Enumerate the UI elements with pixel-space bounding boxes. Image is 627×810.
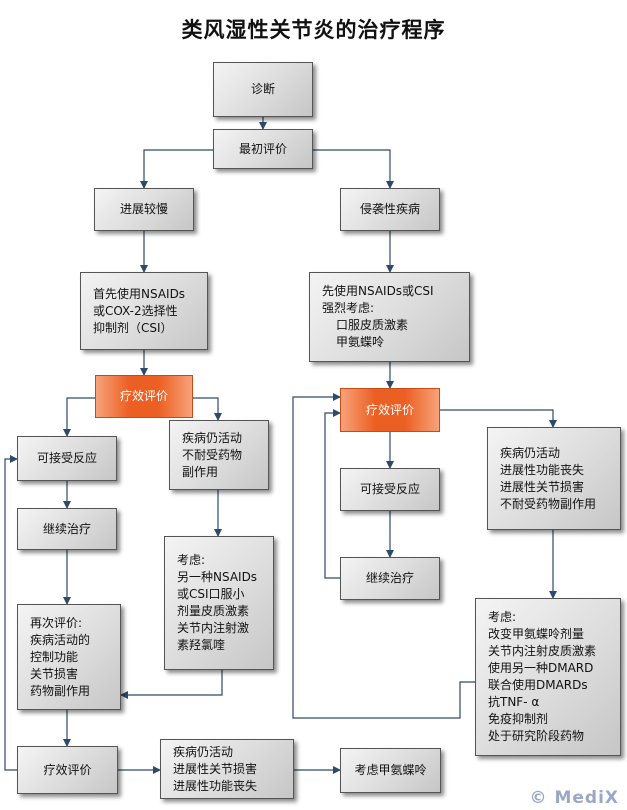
left-consider-text: 剂量皮质激素 [177, 604, 250, 618]
right-efficacy-eval-box: 疗效评价 [340, 388, 440, 432]
right-consider-text: 考虑: [488, 610, 517, 624]
bottom-active-disease-text: 进展性功能丧失 [173, 778, 258, 793]
right-first-line-text: 先使用NSAIDs或CSI [322, 284, 434, 298]
bottom-active-disease-text: 疾病仍活动 [173, 744, 234, 759]
left-consider-text: 或CSI口服小 [177, 587, 245, 601]
left-active-disease-text: 不耐受药物 [182, 447, 243, 462]
right-consider-text: 免疫抑制剂 [488, 712, 549, 726]
right-consider-text: 抗TNF- α [488, 695, 540, 709]
arrow-bottomeval-loop [4, 455, 18, 771]
arrow-right-continue-loop [324, 409, 341, 579]
arrow-right-eval-to-active [440, 409, 557, 428]
left-active-disease-text: 疾病仍活动 [182, 430, 243, 445]
left-first-line-text: 或COX-2选择性 [93, 303, 178, 318]
initial-eval-box: 最初评价 [213, 129, 313, 169]
reevaluation-text: 关节损害 [30, 666, 79, 681]
right-first-line-text: 口服皮质激素 [336, 318, 409, 332]
diagram-title: 类风湿性关节炎的治疗程序 [181, 17, 446, 42]
left-efficacy-eval-label: 疗效评价 [119, 389, 168, 403]
bottom-efficacy-eval-box: 疗效评价 [17, 746, 118, 794]
reevaluation-text: 疾病活动的 [30, 632, 91, 647]
right-first-line-box: 先使用NSAIDs或CSI 强烈考虑: 口服皮质激素 甲氨蝶呤 [309, 272, 470, 362]
right-efficacy-eval-label: 疗效评价 [365, 402, 414, 417]
right-first-line-text: 甲氨蝶呤 [336, 335, 385, 349]
left-continue-box: 继续治疗 [17, 508, 117, 550]
left-consider-text: 素羟氯喹 [177, 638, 226, 652]
left-first-line-text: 首先使用NSAIDs [93, 286, 186, 301]
aggressive-disease-box: 侵袭性疾病 [340, 188, 440, 231]
left-continue-label: 继续治疗 [42, 521, 91, 536]
arrow-eval-to-aggressive [313, 149, 394, 189]
left-acceptable-label: 可接受反应 [36, 451, 97, 465]
right-consider-text: 联合使用DMARDs [488, 678, 588, 692]
left-first-line-text: 抑制剂（CSI） [93, 320, 173, 335]
right-continue-label: 继续治疗 [365, 571, 414, 585]
arrow-eval-to-slow [140, 149, 213, 189]
bottom-active-disease-box: 疾病仍活动 进展性关节损害 进展性功能丧失 [160, 739, 294, 799]
left-acceptable-box: 可接受反应 [17, 436, 117, 481]
arrow-left-eval-to-acceptable [63, 397, 95, 437]
initial-eval-label: 最初评价 [238, 141, 287, 156]
slow-progress-box: 进展较慢 [94, 188, 194, 231]
left-consider-text: 考虑: [177, 553, 206, 567]
right-first-line-text: 强烈考虑: [322, 301, 375, 315]
reevaluation-box: 再次评价: 疾病活动的 控制功能 关节损害 药物副作用 [17, 604, 121, 710]
consider-methotrexate-label: 考虑甲氨蝶呤 [354, 763, 427, 777]
bottom-efficacy-eval-label: 疗效评价 [43, 762, 92, 777]
right-active-disease-text: 不耐受药物副作用 [500, 496, 597, 511]
left-active-disease-box: 疾病仍活动 不耐受药物 副作用 [169, 420, 269, 490]
arrow-left-eval-to-active [193, 397, 222, 421]
consider-methotrexate-box: 考虑甲氨蝶呤 [340, 748, 441, 793]
right-consider-text: 使用另一种DMARD [488, 661, 594, 675]
right-consider-text: 处于研究阶段药物 [488, 729, 585, 743]
right-active-disease-text: 进展性功能丧失 [500, 462, 585, 477]
diagnosis-box: 诊断 [213, 62, 313, 117]
right-acceptable-label: 可接受反应 [359, 482, 420, 496]
diagnosis-label: 诊断 [250, 82, 275, 96]
medix-watermark: © MediX [529, 788, 619, 808]
bottom-active-disease-text: 进展性关节损害 [173, 761, 258, 776]
right-acceptable-box: 可接受反应 [340, 468, 440, 511]
left-consider-text: 另一种NSAIDs [177, 570, 258, 584]
right-continue-box: 继续治疗 [340, 557, 440, 600]
right-active-disease-text: 进展性关节损害 [500, 479, 585, 494]
aggressive-disease-label: 侵袭性疾病 [359, 202, 420, 216]
left-active-disease-text: 副作用 [182, 464, 219, 479]
arrow-right-consider-loop [292, 393, 475, 719]
arrow-consider-to-reeval [120, 670, 223, 699]
right-active-disease-text: 疾病仍活动 [500, 445, 561, 460]
right-consider-text: 改变甲氨蝶呤剂量 [488, 627, 585, 641]
right-consider-box: 考虑: 改变甲氨蝶呤剂量 关节内注射皮质激素 使用另一种DMARD 联合使用DM… [475, 598, 621, 756]
right-active-disease-box: 疾病仍活动 进展性功能丧失 进展性关节损害 不耐受药物副作用 [487, 427, 621, 530]
left-first-line-box: 首先使用NSAIDs 或COX-2选择性 抑制剂（CSI） [80, 272, 208, 350]
reevaluation-text: 药物副作用 [30, 683, 91, 698]
left-consider-box: 考虑: 另一种NSAIDs 或CSI口服小 剂量皮质激素 关节内注射激 素羟氯喹 [164, 536, 274, 670]
right-consider-text: 关节内注射皮质激素 [488, 644, 597, 658]
slow-progress-label: 进展较慢 [119, 202, 168, 216]
left-consider-text: 关节内注射激 [177, 621, 250, 635]
reevaluation-text: 再次评价: [30, 615, 83, 630]
reevaluation-text: 控制功能 [30, 649, 79, 664]
left-efficacy-eval-box: 疗效评价 [95, 375, 193, 418]
